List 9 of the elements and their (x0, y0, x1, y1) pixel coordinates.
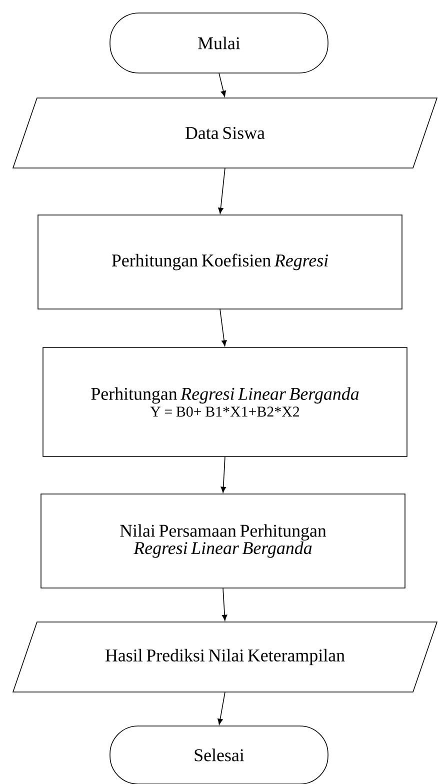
process-box: Perhitungan Koefisien Regresi (38, 214, 402, 310)
arrow (222, 588, 228, 621)
arrow (218, 72, 226, 97)
process-box: Nilai Persamaan Perhitungan Regresi Linear Berganda (40, 494, 406, 588)
arrow (218, 692, 226, 725)
arrow (220, 456, 226, 493)
process-box: Perhitungan Regresi Linear Berganda Y = B0+ B1*X1+B2*X2 (42, 347, 408, 457)
arrow (218, 168, 226, 214)
arrow (220, 308, 227, 346)
